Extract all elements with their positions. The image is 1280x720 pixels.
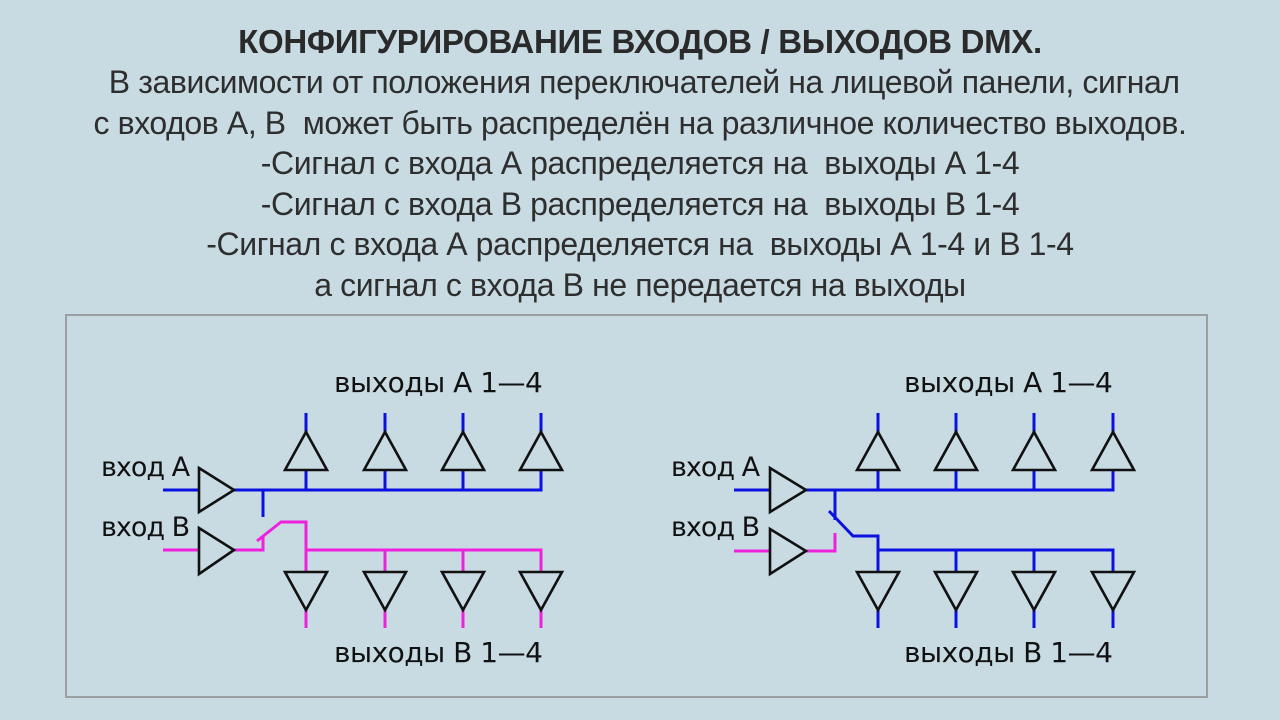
buffer-symbols [197, 429, 565, 613]
output-a4-buffer-icon [1089, 429, 1137, 472]
input-b-label: вход В [671, 512, 759, 543]
outputs-b-label: выходы В 1—4 [904, 636, 1112, 669]
output-b1-buffer-icon [282, 570, 330, 613]
input-b-label: вход В [101, 512, 189, 543]
input-a-label: вход А [671, 452, 761, 483]
input-b-buffer-icon [197, 525, 237, 577]
page-title: КОНФИГУРИРОВАНИЕ ВХОДОВ / ВЫХОДОВ DMX. [238, 23, 1042, 60]
diagram-merged: выходы А 1—4 выходы В 1—4 вход А вход В [671, 366, 1137, 669]
mode-line-1: -Сигнал с входа А распределяется на выхо… [260, 145, 1020, 181]
output-a2-buffer-icon [361, 429, 409, 472]
output-a2-buffer-icon [932, 429, 980, 472]
outputs-a-label: выходы А 1—4 [904, 366, 1112, 399]
buffer-symbols [768, 429, 1137, 613]
output-b2-buffer-icon [361, 570, 409, 613]
output-b1-buffer-icon [854, 570, 902, 613]
description-line-1: В зависимости от положения переключателе… [100, 64, 1180, 100]
mode-line-2: -Сигнал с входа В распределяется на выхо… [260, 185, 1020, 222]
output-b3-buffer-icon [1010, 570, 1058, 613]
input-b-buffer-icon [768, 526, 809, 577]
output-a1-buffer-icon [282, 429, 330, 472]
outputs-a-label: выходы А 1—4 [334, 366, 542, 399]
output-b4-buffer-icon [517, 570, 565, 613]
diagram-frame [65, 314, 1208, 698]
output-a4-buffer-icon [517, 429, 565, 472]
output-b3-buffer-icon [439, 570, 487, 613]
outputs-b-label: выходы В 1—4 [334, 636, 542, 669]
input-a-buffer-icon [197, 465, 237, 515]
signal-b-wiring [163, 520, 543, 628]
output-b2-buffer-icon [932, 570, 980, 613]
header-text: КОНФИГУРИРОВАНИЕ ВХОДОВ / ВЫХОДОВ DMX. В… [0, 22, 1280, 305]
output-a3-buffer-icon [1010, 429, 1058, 472]
mode-line-3-continued: а сигнал с входа В не передается на выхо… [314, 266, 966, 303]
input-a-label: вход А [101, 452, 191, 483]
diagram-separate: выходы А 1—4 выходы В 1—4 вход А вход В [101, 366, 565, 669]
signal-a-wiring [163, 413, 543, 517]
output-a1-buffer-icon [854, 429, 902, 472]
input-a-buffer-icon [768, 465, 809, 515]
output-b4-buffer-icon [1089, 570, 1137, 613]
mode-line-3: -Сигнал с входа А распределяется на выхо… [206, 226, 1074, 262]
description-line-2: с входов А, В может быть распределён на … [93, 104, 1187, 141]
output-a3-buffer-icon [439, 429, 487, 472]
signal-a-wiring [734, 413, 1115, 628]
signal-b-wiring [734, 533, 837, 553]
